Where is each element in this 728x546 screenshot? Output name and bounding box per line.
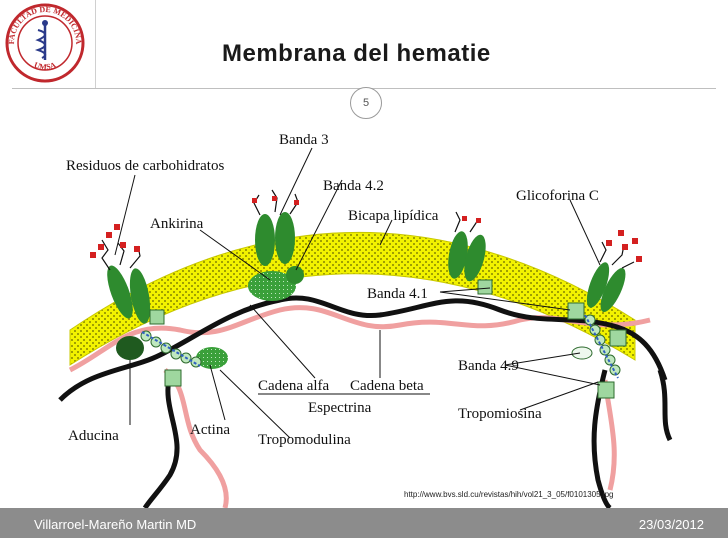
- actin-beads-right: [584, 314, 621, 376]
- band42-shape: [286, 266, 304, 284]
- ankirina-shape: [248, 271, 296, 301]
- glicoforina-2: [600, 267, 626, 313]
- tropomodulin-line-left: [141, 331, 201, 367]
- label-banda42: Banda 4.2: [323, 178, 384, 194]
- label-tropomiosina: Tropomiosina: [458, 406, 542, 422]
- label-actina: Actina: [190, 422, 230, 438]
- logo-bottom-text: UMSA: [33, 60, 58, 72]
- label-ankirina: Ankirina: [150, 216, 204, 232]
- footer-bar: [0, 508, 728, 538]
- slide-title: Membrana del hematie: [222, 40, 491, 67]
- svg-text:UMSA: UMSA: [33, 60, 58, 72]
- band41-center: [477, 279, 493, 295]
- spectrin-alpha-strand: [58, 295, 668, 402]
- actin-beads-left: [140, 330, 202, 368]
- label-residuos: Residuos de carbohidratos: [66, 158, 224, 174]
- membrane-diagram: Banda 3 Residuos de carbohidratos Banda …: [58, 132, 673, 508]
- band3-left-2: [129, 268, 151, 324]
- spectrin-alpha-strand-2: [142, 369, 673, 508]
- tropomyosin-line-right: [584, 314, 619, 379]
- band41-left-2: [164, 369, 182, 387]
- band41-right: [567, 302, 585, 320]
- slide-number-badge: 5: [350, 87, 382, 119]
- leader-lines: [114, 147, 601, 439]
- label-bicapa: Bicapa lipídica: [348, 208, 439, 224]
- label-cadena-alfa: Cadena alfa: [258, 378, 330, 394]
- label-glicoforina: Glicoforina C: [516, 188, 599, 204]
- band3-right-2: [464, 234, 486, 282]
- band3-center-2: [275, 212, 295, 264]
- carbohydrate-residues: [90, 196, 642, 262]
- label-banda3: Banda 3: [279, 132, 329, 148]
- header-divider-vertical: [95, 0, 96, 88]
- label-cadena-beta: Cadena beta: [350, 378, 424, 394]
- label-banda41: Banda 4.1: [367, 286, 428, 302]
- aducina-shape: [116, 336, 144, 360]
- footer-author: Villarroel-Mareño Martin MD: [34, 517, 197, 532]
- source-caption: http://www.bvs.sld.cu/revistas/hih/vol21…: [404, 490, 614, 499]
- band41-right-2: [609, 329, 627, 347]
- band3-center-1: [255, 214, 275, 266]
- band49-shape: [571, 346, 593, 360]
- label-aducina: Aducina: [68, 428, 119, 444]
- label-espectrina: Espectrina: [308, 400, 372, 416]
- faculty-logo: FACULTAD DE MEDICINA UMSA: [4, 2, 86, 84]
- glicoforina-1: [586, 262, 610, 308]
- actina-shape: [196, 347, 228, 369]
- band41-right-3: [597, 381, 615, 399]
- band3-right-1: [448, 231, 468, 279]
- label-tropomodulina: Tropomodulina: [258, 432, 351, 448]
- band3-left-1: [107, 265, 133, 319]
- label-banda49: Banda 4.9: [458, 358, 519, 374]
- band41-left: [149, 309, 165, 325]
- footer-date: 23/03/2012: [638, 517, 704, 532]
